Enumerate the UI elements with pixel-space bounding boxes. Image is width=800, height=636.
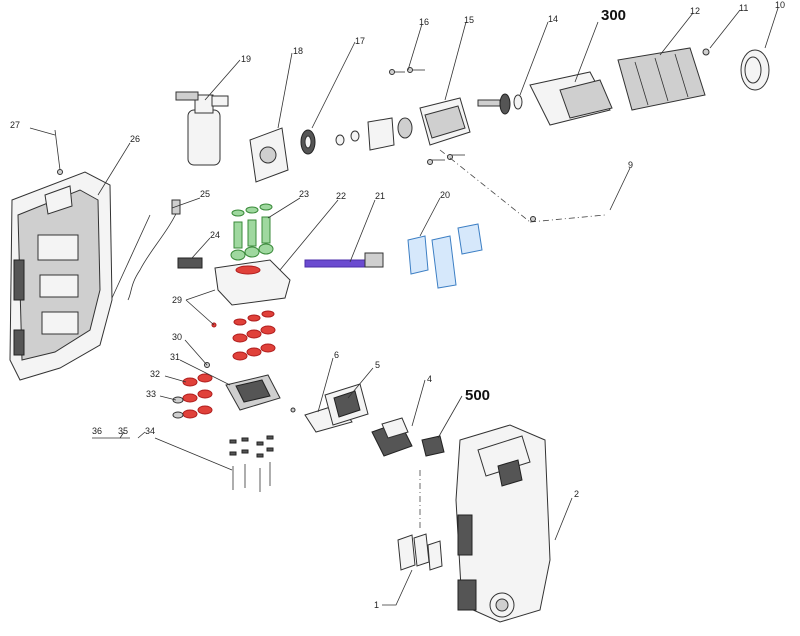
spring-24 xyxy=(177,257,203,269)
motor-front-300 xyxy=(529,71,613,126)
clips-1 xyxy=(397,533,443,571)
callout-26: 26 xyxy=(130,134,140,144)
screws-16 xyxy=(389,67,465,165)
callout-19: 19 xyxy=(241,54,251,64)
switch-500 xyxy=(421,435,445,457)
part-11 xyxy=(702,48,710,56)
parts-20-blue xyxy=(407,223,483,289)
shaft-14 xyxy=(477,93,523,115)
callout-25: 25 xyxy=(200,189,210,199)
callout-15: 15 xyxy=(464,15,474,25)
callout-300: 300 xyxy=(601,7,626,24)
hose-25 xyxy=(127,199,181,301)
callout-23: 23 xyxy=(299,189,309,199)
callout-34: 34 xyxy=(145,426,155,436)
motor-12 xyxy=(617,47,706,111)
pump-body-31 xyxy=(225,374,281,411)
housing-left-half xyxy=(9,171,113,381)
callout-21: 21 xyxy=(375,191,385,201)
callout-29: 29 xyxy=(172,295,182,305)
housing-right-2 xyxy=(455,424,551,623)
callout-24: 24 xyxy=(210,230,220,240)
callout-17: 17 xyxy=(355,36,365,46)
callout-labels: 1 2 4 5 6 9 10 11 12 300 14 15 16 17 18 … xyxy=(10,0,785,610)
callout-16: 16 xyxy=(419,17,429,27)
seals-29-red xyxy=(204,310,276,368)
switch-box-4 xyxy=(371,417,413,457)
valves-32-33-red xyxy=(172,373,213,419)
callout-35: 35 xyxy=(118,426,128,436)
callout-2: 2 xyxy=(574,489,579,499)
callout-32: 32 xyxy=(150,369,160,379)
pump-head-22 xyxy=(214,259,291,306)
callout-1: 1 xyxy=(374,600,379,610)
callout-20: 20 xyxy=(440,190,450,200)
callout-31: 31 xyxy=(170,352,180,362)
frame-5 xyxy=(324,383,369,426)
ring-10 xyxy=(740,49,770,91)
callout-27: 27 xyxy=(10,120,20,130)
plate-18 xyxy=(249,127,289,183)
piston-21-purple xyxy=(304,252,384,268)
callout-33: 33 xyxy=(146,389,156,399)
callout-12: 12 xyxy=(690,6,700,16)
leader-lines xyxy=(29,7,779,606)
gear-17 xyxy=(300,129,316,155)
callout-36: 36 xyxy=(92,426,102,436)
callout-18: 18 xyxy=(293,46,303,56)
callout-14: 14 xyxy=(548,14,558,24)
bolts-34-36 xyxy=(229,435,274,492)
gear-housing-15 xyxy=(419,97,471,146)
detergent-bottle-19 xyxy=(175,91,229,166)
callout-500: 500 xyxy=(465,387,490,404)
callout-4: 4 xyxy=(427,374,432,384)
callout-6: 6 xyxy=(334,350,339,360)
callout-9: 9 xyxy=(628,160,633,170)
shaft-parts xyxy=(335,117,413,151)
screw-27 xyxy=(54,129,63,175)
valves-23-green xyxy=(230,203,274,261)
callout-11: 11 xyxy=(739,3,748,13)
axis-9 xyxy=(439,149,606,223)
callout-5: 5 xyxy=(375,360,380,370)
callout-30: 30 xyxy=(172,332,182,342)
callout-10: 10 xyxy=(775,0,785,10)
callout-22: 22 xyxy=(336,191,346,201)
